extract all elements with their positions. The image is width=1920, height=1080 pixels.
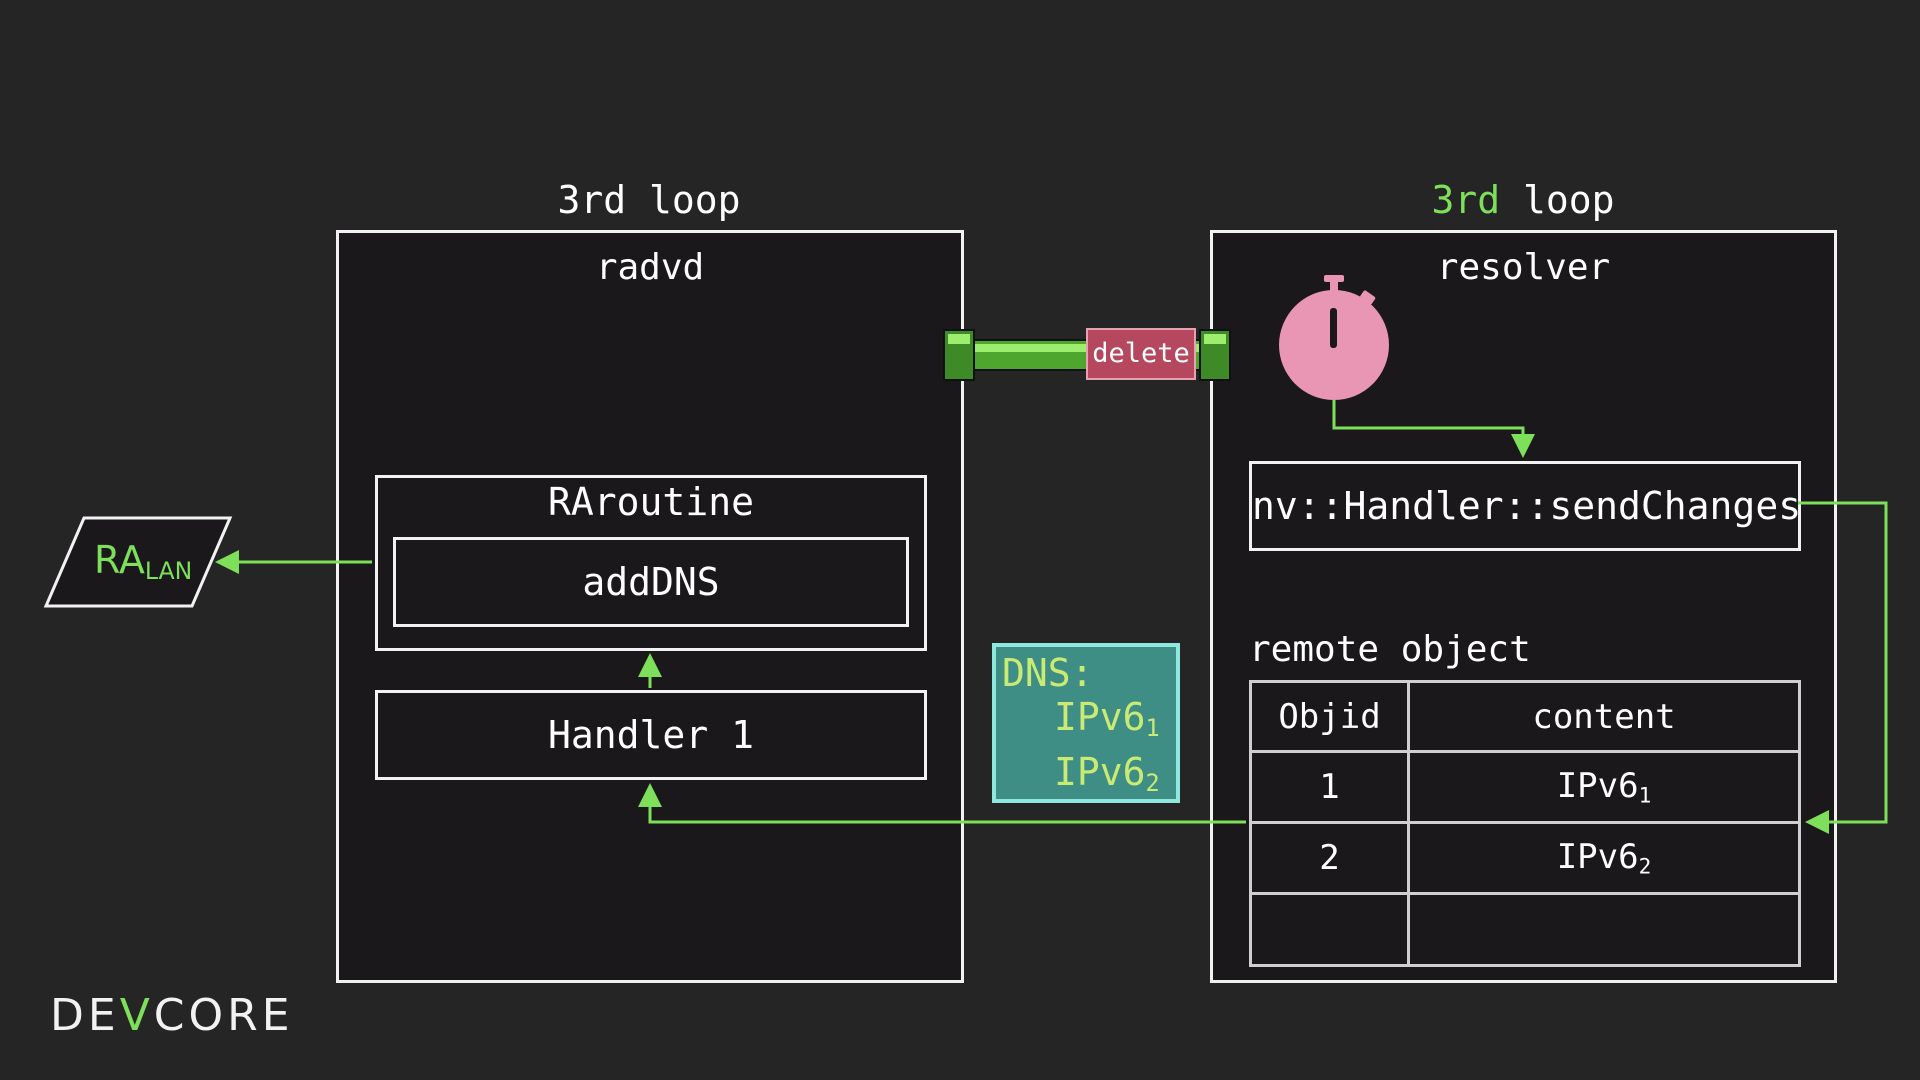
right-loop-suffix: loop (1523, 178, 1615, 222)
handler-1-label: Handler 1 (548, 713, 754, 757)
right-loop-prefix: 3rd (1431, 178, 1501, 222)
delete-label: delete (1092, 338, 1190, 369)
pipe-icon (943, 329, 1231, 381)
delete-badge: delete (1086, 328, 1196, 380)
dns-note: DNS: IPv61 IPv62 (992, 643, 1180, 803)
remote-to-handler-arrow (638, 783, 1246, 824)
ra-sub-text: LAN (144, 556, 193, 585)
content-cell: IPv62 (1407, 821, 1801, 895)
sendchanges-to-remote-arrow (1798, 501, 1888, 834)
remote-object-label: remote object (1249, 629, 1531, 670)
table-row: 2 IPv62 (1249, 821, 1801, 895)
raroutine-box: RAroutine addDNS (375, 475, 927, 651)
table-row: 1 IPv61 (1249, 750, 1801, 824)
adddns-box: addDNS (393, 537, 909, 627)
dns-entry: IPv61 (1054, 695, 1160, 742)
left-loop-prefix: 3rd (557, 178, 627, 222)
send-changes-label: nv::Handler::sendChanges (1252, 484, 1802, 528)
left-loop-label: 3rd loop (336, 178, 962, 222)
radvd-title: radvd (595, 247, 705, 288)
content-header: content (1407, 680, 1801, 753)
stopwatch-icon (1279, 275, 1389, 400)
devcore-logo: DEVCORE (50, 990, 294, 1041)
table-row (1249, 892, 1801, 967)
dns-title: DNS: (1002, 651, 1094, 695)
right-loop-label: 3rd loop (1210, 178, 1836, 222)
logo-check-mark: V (119, 990, 154, 1041)
content-cell: IPv61 (1407, 750, 1801, 824)
dns-entry: IPv62 (1054, 749, 1160, 797)
radvd-process-box: radvd RAroutine addDNS Handler 1 (336, 230, 964, 983)
handler-1-box: Handler 1 (375, 690, 927, 780)
remote-object-table: Objid content 1 IPv61 2 IPv62 (1249, 680, 1801, 967)
ra-lan-shape (43, 516, 233, 608)
objid-header: Objid (1249, 680, 1410, 753)
timer-to-sendchanges-arrow (1332, 400, 1535, 458)
content-cell (1407, 892, 1801, 967)
send-changes-box: nv::Handler::sendChanges (1249, 461, 1801, 551)
objid-cell: 1 (1249, 750, 1410, 824)
objid-cell (1249, 892, 1410, 967)
ra-main-text: RA (94, 538, 145, 582)
table-header-row: Objid content (1249, 680, 1801, 753)
objid-cell: 2 (1249, 821, 1410, 895)
ra-lan-label: RALAN (94, 538, 192, 585)
raroutine-title: RAroutine (548, 480, 754, 524)
resolver-process-box: resolver nv::Handler::sendChanges remote… (1210, 230, 1837, 983)
left-loop-suffix: loop (649, 178, 741, 222)
adddns-label: addDNS (582, 560, 720, 604)
resolver-title: resolver (1436, 247, 1611, 288)
